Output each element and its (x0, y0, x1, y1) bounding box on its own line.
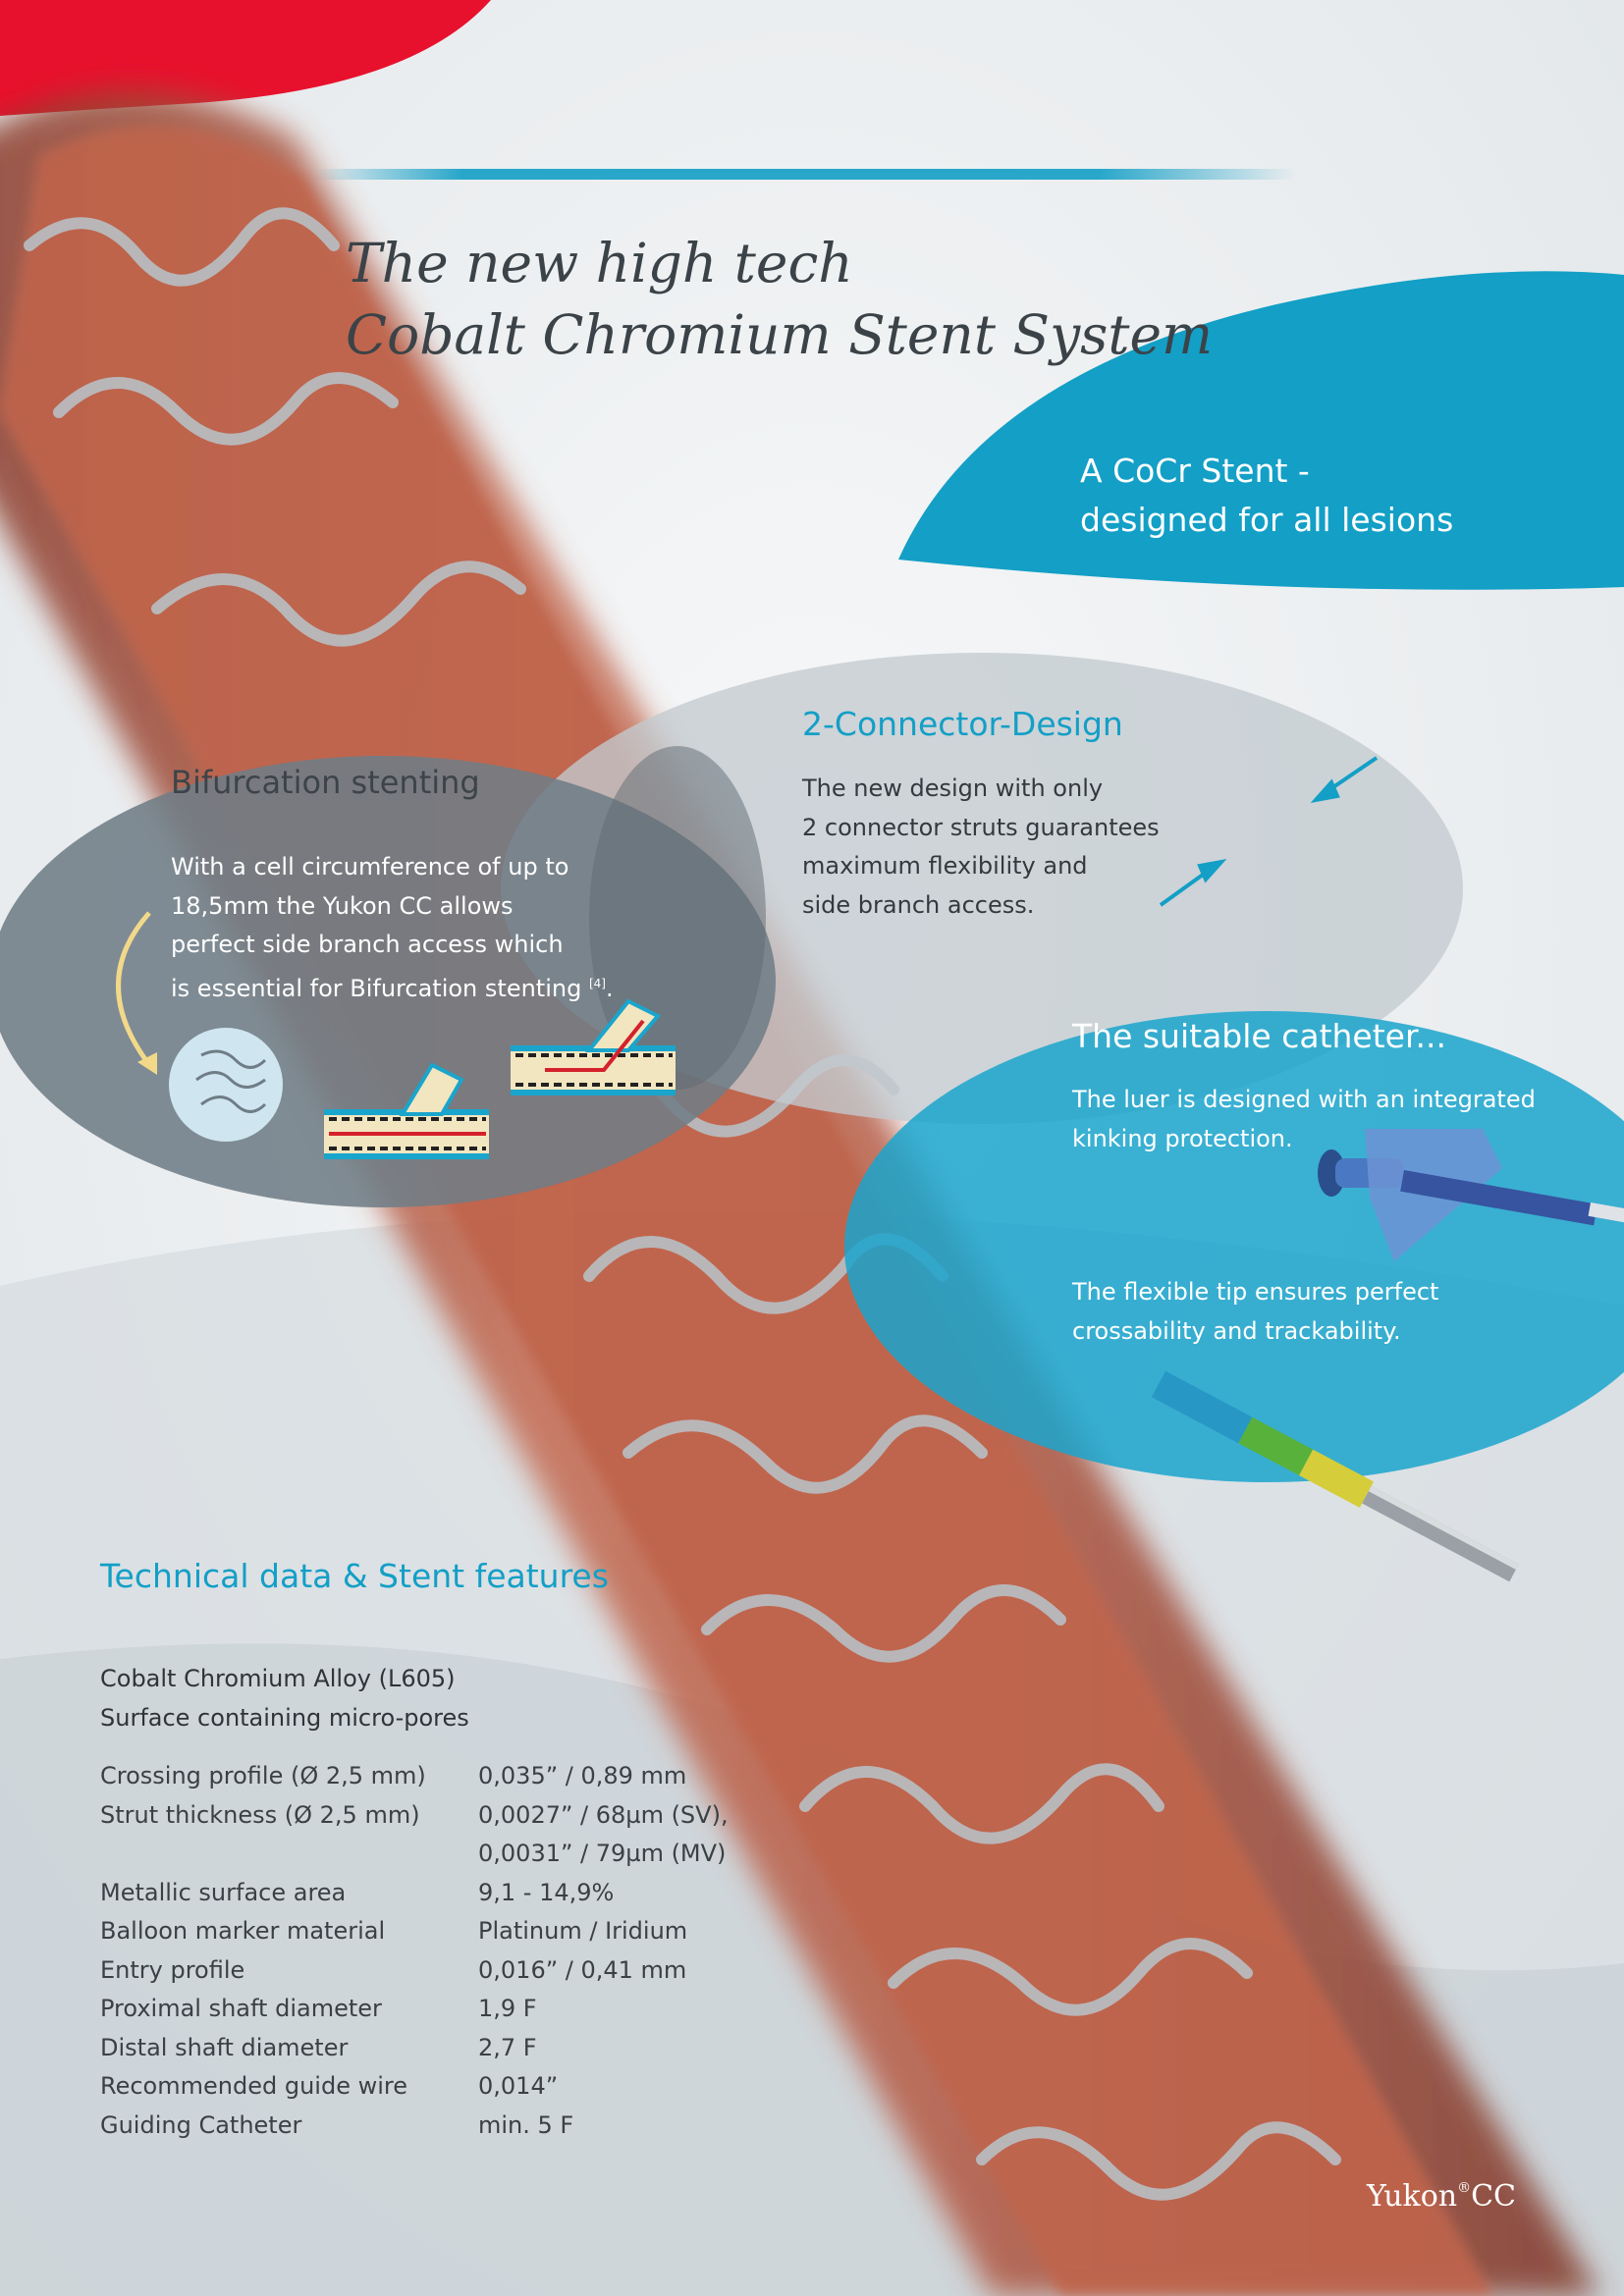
table-row: Proximal shaft diameter 1,9 F (100, 1990, 787, 2029)
tip-line: The flexible tip ensures perfect (1072, 1278, 1439, 1306)
spec-value-line: 9,1 - 14,9% (478, 1878, 615, 1906)
luer-description: The luer is designed with an integrated … (1072, 1081, 1563, 1158)
spec-value: 0,035” / 0,89 mm (478, 1757, 787, 1796)
table-row: Entry profile 0,016” / 0,41 mm (100, 1951, 787, 1991)
arrow-icon (1326, 756, 1379, 793)
spec-label: Balloon marker material (100, 1917, 386, 1945)
spec-value-line: min. 5 F (478, 2110, 574, 2139)
spec-value-line: 0,016” / 0,41 mm (478, 1955, 687, 1984)
connector-heading: 2-Connector-Design (802, 705, 1123, 743)
spec-value: min. 5 F (478, 2107, 787, 2146)
arrow-icon (1159, 868, 1212, 907)
table-row: Guiding Catheter min. 5 F (100, 2107, 787, 2146)
lesion-callout: A CoCr Stent - designed for all lesions (1080, 447, 1591, 545)
connector-line: 2 connector struts guarantees (802, 813, 1160, 841)
bifurcation-heading: Bifurcation stenting (171, 764, 480, 801)
catheter-heading: The suitable catheter... (1072, 1017, 1446, 1055)
lesion-callout-shape (898, 271, 1624, 590)
table-row: Crossing profile (Ø 2,5 mm) 0,035” / 0,8… (100, 1757, 787, 1796)
spec-value: 0,016” / 0,41 mm (478, 1951, 787, 1991)
spec-value-line: 0,0031” / 79µm (MV) (478, 1840, 727, 1867)
bifurcation-line-last: is essential for Bifurcation stenting [4… (171, 965, 623, 1009)
luer-connector-icon (1318, 1129, 1624, 1261)
brand-suffix: CC (1471, 2179, 1517, 2214)
page-title-line-1: The new high tech (346, 232, 853, 294)
lesion-callout-line-2: designed for all lesions (1080, 501, 1454, 539)
stent-cell-icon (169, 1028, 283, 1142)
brand-logo: Yukon®CC (1367, 2179, 1516, 2214)
table-row: Distal shaft diameter 2,7 F (100, 2029, 787, 2068)
table-row: Recommended guide wire 0,014” (100, 2067, 787, 2107)
page-title-line-2: Cobalt Chromium Stent System (346, 303, 1214, 366)
spec-label: Entry profile (100, 1955, 245, 1984)
technical-data-table: Crossing profile (Ø 2,5 mm) 0,035” / 0,8… (100, 1757, 787, 2145)
reference-marker: [4] (588, 976, 606, 990)
table-row: Metallic surface area 9,1 - 14,9% (100, 1874, 787, 1913)
spec-value: 0,014” (478, 2067, 787, 2107)
spec-value-line: Platinum / Iridium (478, 1917, 688, 1945)
bifurcation-line: 18,5mm the Yukon CC allows (171, 891, 514, 920)
bifurcation-period: . (605, 974, 614, 1002)
brand-red-corner (0, 0, 491, 116)
top-accent-line (314, 169, 1296, 180)
spec-value: Platinum / Iridium (478, 1912, 787, 1951)
feature-line: Cobalt Chromium Alloy (L605) (100, 1665, 456, 1692)
tip-line: crossability and trackability. (1072, 1316, 1401, 1345)
spec-label: Strut thickness (Ø 2,5 mm) (100, 1800, 420, 1829)
brand-name: Yukon (1367, 2179, 1458, 2214)
technical-heading: Technical data & Stent features (100, 1557, 609, 1595)
page-title: The new high tech Cobalt Chromium Stent … (346, 228, 1308, 371)
lesion-callout-line-1: A CoCr Stent - (1080, 452, 1310, 490)
catheter-tip-icon (1151, 1370, 1519, 1582)
bifurcation-diagram-icon (511, 998, 676, 1095)
spec-value: 2,7 F (478, 2029, 787, 2068)
connector-line: side branch access. (802, 890, 1035, 919)
spec-value: 9,1 - 14,9% (478, 1874, 787, 1913)
luer-line: The luer is designed with an integrated (1072, 1086, 1536, 1113)
spec-label: Recommended guide wire (100, 2072, 407, 2100)
spec-value-line: 0,014” (478, 2072, 559, 2100)
spec-label: Guiding Catheter (100, 2110, 302, 2139)
spec-value: 1,9 F (478, 1990, 787, 2029)
bifurcation-line: With a cell circumference of up to (171, 853, 569, 881)
table-row: Strut thickness (Ø 2,5 mm) 0,0027” / 68µ… (100, 1796, 787, 1874)
stent-image (0, 90, 1600, 2296)
spec-value-line: 2,7 F (478, 2033, 537, 2061)
feature-line: Surface containing micro-pores (100, 1704, 469, 1732)
tip-description: The flexible tip ensures perfect crossab… (1072, 1273, 1543, 1351)
spec-value: 0,0027” / 68µm (SV), 0,0031” / 79µm (MV) (478, 1796, 787, 1874)
spec-label: Metallic surface area (100, 1878, 347, 1906)
spec-value-line: 0,0027” / 68µm (SV), (478, 1800, 729, 1829)
spec-label: Proximal shaft diameter (100, 1995, 382, 2022)
table-row: Balloon marker material Platinum / Iridi… (100, 1912, 787, 1951)
connector-description: The new design with only 2 connector str… (802, 770, 1234, 925)
bifurcation-diagram-icon (324, 1062, 489, 1159)
luer-line: kinking protection. (1072, 1124, 1293, 1152)
spec-value-line: 1,9 F (478, 1995, 537, 2022)
bifurcation-line: perfect side branch access which (171, 931, 564, 958)
spec-label: Crossing profile (Ø 2,5 mm) (100, 1762, 426, 1789)
bifurcation-description: With a cell circumference of up to 18,5m… (171, 848, 623, 1008)
connector-line: The new design with only (802, 774, 1104, 802)
spec-label: Distal shaft diameter (100, 2033, 349, 2061)
connector-line: maximum flexibility and (802, 852, 1088, 880)
bifurcation-line: is essential for Bifurcation stenting (171, 974, 582, 1002)
registered-mark: ® (1457, 2180, 1472, 2196)
technical-features: Cobalt Chromium Alloy (L605) Surface con… (100, 1659, 469, 1737)
spec-value-line: 0,035” / 0,89 mm (478, 1762, 687, 1789)
